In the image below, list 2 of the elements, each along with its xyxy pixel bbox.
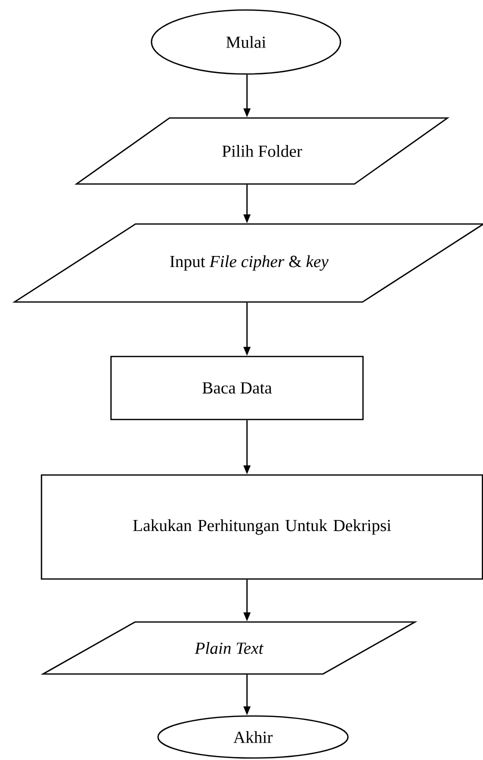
- process-box: Lakukan Perhitungan Untuk Dekripsi: [40, 474, 483, 580]
- process-box: Baca Data: [110, 356, 364, 420]
